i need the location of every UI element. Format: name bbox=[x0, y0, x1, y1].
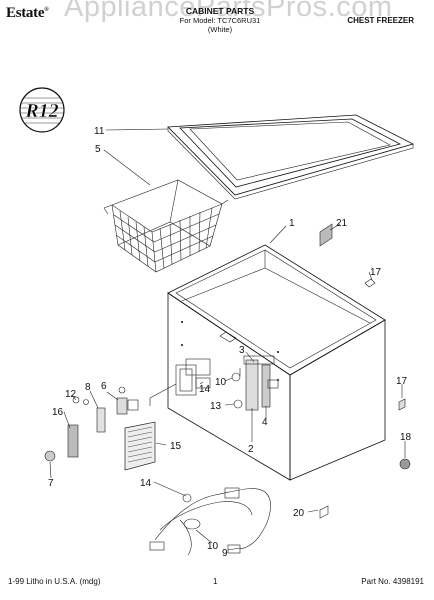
callout-1: 1 bbox=[289, 218, 295, 229]
callout-15: 15 bbox=[170, 441, 182, 452]
vent-grille bbox=[124, 421, 156, 471]
leader-lines bbox=[49, 128, 406, 551]
callout-6: 6 bbox=[101, 381, 107, 392]
callout-9: 9 bbox=[222, 548, 228, 559]
callout-7: 7 bbox=[48, 478, 54, 489]
callout-2: 2 bbox=[248, 444, 254, 455]
callout-13: 13 bbox=[210, 401, 222, 412]
page-title: CABINET PARTS bbox=[185, 6, 255, 16]
callout-11: 11 bbox=[94, 126, 105, 137]
badge-text: R12 bbox=[24, 100, 58, 122]
callout-5: 5 bbox=[95, 144, 101, 155]
callout-12: 12 bbox=[65, 389, 77, 400]
callout-20: 20 bbox=[293, 508, 305, 519]
callout-18: 18 bbox=[400, 432, 412, 443]
callout-17-side: 17 bbox=[396, 376, 408, 387]
callout-10-harness: 10 bbox=[207, 541, 219, 552]
callout-17-top: 17 bbox=[370, 267, 382, 278]
r12-badge: R12 bbox=[19, 87, 65, 133]
callout-8: 8 bbox=[85, 382, 91, 393]
callout-16: 16 bbox=[52, 407, 64, 418]
registered-mark: ® bbox=[44, 7, 49, 13]
small-parts bbox=[44, 223, 411, 519]
cabinet bbox=[167, 244, 386, 481]
footer-part-number: Part No. 4398191 bbox=[361, 577, 424, 586]
brand-name: Estate bbox=[6, 5, 45, 21]
model-subtitle: For Model: TC7C6RU31 bbox=[179, 16, 261, 25]
callout-10-hinge: 10 bbox=[215, 377, 227, 388]
wire-basket bbox=[103, 179, 229, 273]
callout-14-hinge: 14 bbox=[199, 384, 211, 395]
callout-4: 4 bbox=[262, 417, 268, 428]
callouts: 1 2 3 4 5 6 7 8 9 10 10 11 12 13 14 14 1… bbox=[48, 126, 412, 559]
hinge-assembly bbox=[185, 355, 279, 411]
lid-gasket bbox=[167, 114, 415, 200]
callout-3: 3 bbox=[239, 345, 245, 356]
color-subtitle: (White) bbox=[207, 25, 233, 34]
title-block: CABINET PARTS For Model: TC7C6RU31 (Whit… bbox=[130, 6, 310, 35]
footer-print-note: 1-99 Litho in U.S.A. (mdg) bbox=[8, 577, 101, 586]
callout-21: 21 bbox=[336, 218, 348, 229]
product-type: CHEST FREEZER bbox=[347, 16, 414, 25]
brand-logo: Estate® bbox=[6, 5, 49, 21]
footer-page-number: 1 bbox=[213, 577, 218, 586]
callout-14-harness: 14 bbox=[140, 478, 152, 489]
wire-harness bbox=[149, 487, 271, 556]
